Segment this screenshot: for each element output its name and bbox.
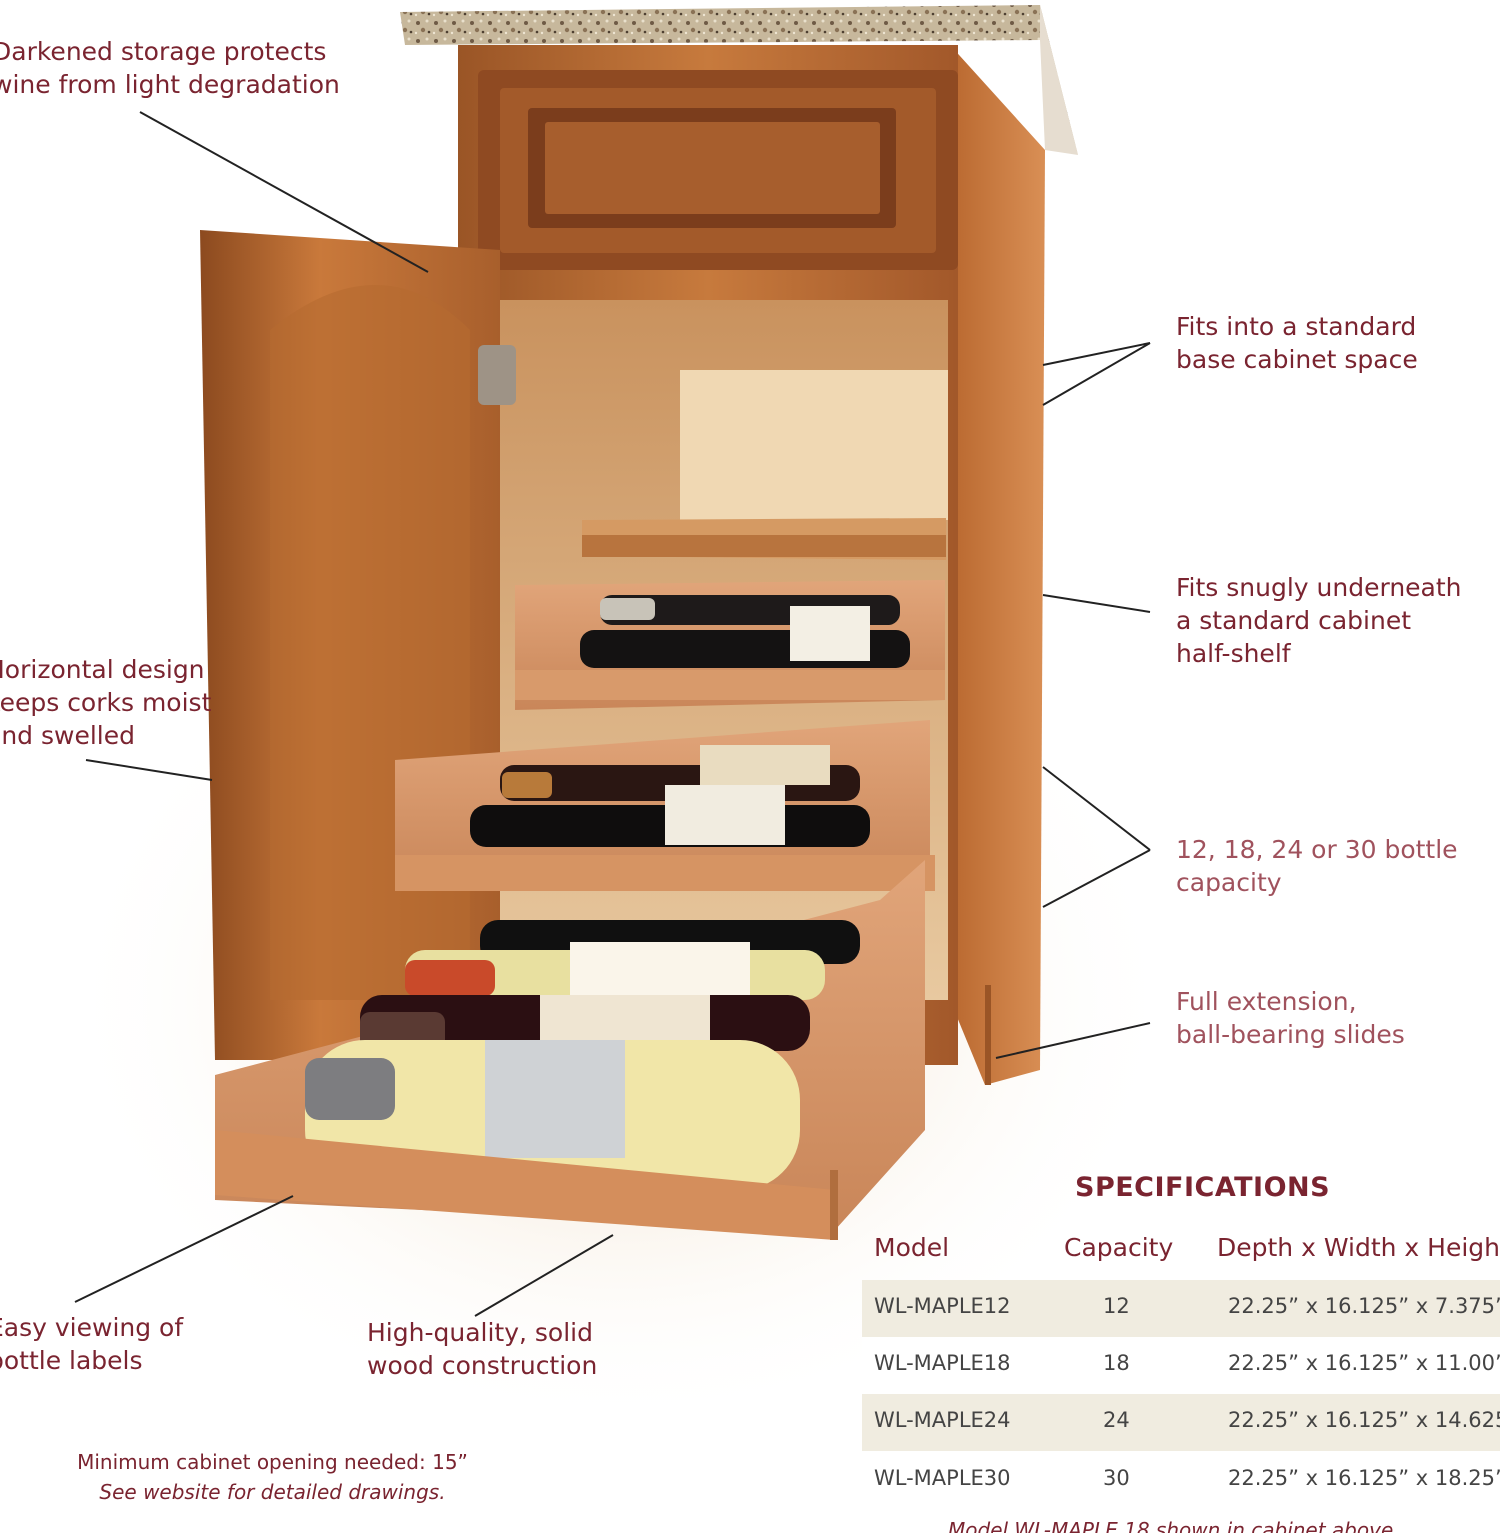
specifications-title: SPECIFICATIONS	[1075, 1172, 1331, 1203]
spec-header-dimensions: Depth x Width x Height	[1217, 1233, 1500, 1262]
spec-header-model: Model	[874, 1233, 950, 1262]
spec-model: WL-MAPLE30	[874, 1466, 1011, 1490]
callout-label-viewing: Easy viewing of bottle labels	[0, 1313, 184, 1375]
spec-header-capacity: Capacity	[1064, 1233, 1174, 1262]
spec-dimensions: 22.25” x 16.125” x 7.375”	[1228, 1294, 1500, 1318]
note-line-1: Minimum cabinet opening needed: 15”	[77, 1450, 468, 1474]
spec-model: WL-MAPLE12	[874, 1294, 1011, 1318]
spec-row: WL-MAPLE24 24 22.25” x 16.125” x 14.625”	[862, 1394, 1500, 1451]
spec-capacity: 12	[1103, 1294, 1130, 1318]
callout-base-cabinet: Fits into a standard base cabinet space	[1176, 312, 1418, 374]
callout-construction: High-quality, solid wood construction	[367, 1318, 598, 1380]
spec-capacity: 18	[1103, 1351, 1130, 1375]
cabinet-opening-note: Minimum cabinet opening needed: 15” See …	[0, 1447, 545, 1507]
note-line-2: See website for detailed drawings.	[99, 1480, 446, 1504]
callout-horizontal-design: Horizontal design keeps corks moist and …	[0, 655, 212, 750]
spec-capacity: 30	[1103, 1466, 1130, 1490]
callout-capacity: 12, 18, 24 or 30 bottle capacity	[1176, 835, 1458, 897]
spec-row: WL-MAPLE18 18 22.25” x 16.125” x 11.00”	[862, 1337, 1500, 1394]
callout-half-shelf: Fits snugly underneath a standard cabine…	[1176, 573, 1462, 668]
callout-slides: Full extension, ball-bearing slides	[1176, 987, 1405, 1049]
callout-dark-storage: Darkened storage protects wine from ligh…	[0, 37, 340, 99]
spec-model: WL-MAPLE24	[874, 1408, 1011, 1432]
spec-dimensions: 22.25” x 16.125” x 11.00”	[1228, 1351, 1500, 1375]
spec-capacity: 24	[1103, 1408, 1130, 1432]
spec-row: WL-MAPLE12 12 22.25” x 16.125” x 7.375”	[862, 1280, 1500, 1337]
spec-model: WL-MAPLE18	[874, 1351, 1011, 1375]
spec-row: WL-MAPLE30 30 22.25” x 16.125” x 18.25”	[862, 1452, 1500, 1509]
model-caption: Model WL-MAPLE 18 shown in cabinet above…	[948, 1518, 1400, 1533]
spec-dimensions: 22.25” x 16.125” x 14.625”	[1228, 1408, 1500, 1432]
spec-dimensions: 22.25” x 16.125” x 18.25”	[1228, 1466, 1500, 1490]
